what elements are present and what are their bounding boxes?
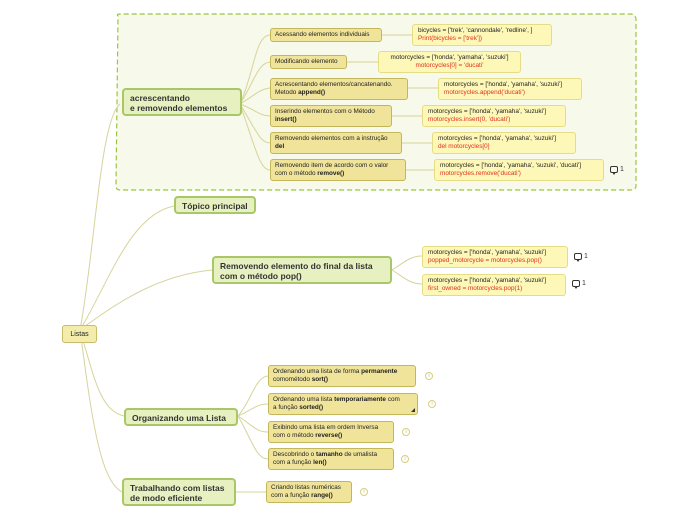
comment-icon xyxy=(572,280,580,289)
info-icon[interactable]: i xyxy=(425,372,433,380)
code-del[interactable]: motorcycles = ['honda', 'yamaha', 'suzuk… xyxy=(432,132,576,154)
code-pop[interactable]: motorcycles = ['honda', 'yamaha', 'suzuk… xyxy=(422,246,568,268)
subtopic-append[interactable]: Acrescentando elementos/cancatenando. Me… xyxy=(270,78,408,100)
topic-pop[interactable]: Removendo elemento do final da lista com… xyxy=(212,256,392,284)
subtopic-sort[interactable]: Ordenando uma lista de forma permanente … xyxy=(268,365,416,387)
topic-working-efficiently[interactable]: Trabalhando com listas de modo eficiente xyxy=(122,478,236,506)
subtopic-modify-element[interactable]: Modificando elemento xyxy=(270,55,347,69)
code-access-elements[interactable]: bicycles = ['trek', 'cannondale', 'redli… xyxy=(412,24,552,46)
code-modify-element[interactable]: motorcycles = ['honda', 'yamaha', 'suzuk… xyxy=(378,51,521,73)
subtopic-access-elements[interactable]: Acessando elementos individuais xyxy=(270,28,382,42)
subtopic-del[interactable]: Removendo elementos com a instrução del xyxy=(270,132,402,154)
info-icon[interactable]: i xyxy=(401,455,409,463)
topic-organize[interactable]: Organizando uma Lista xyxy=(124,408,238,426)
comment-indicator[interactable]: 1 xyxy=(574,253,588,262)
subtopic-reverse[interactable]: Exibindo uma lista em ordem Inversa com … xyxy=(268,421,394,443)
subtopic-range[interactable]: Criando listas numéricas com a função ra… xyxy=(266,481,352,503)
subtopic-remove[interactable]: Removendo item de acordo com o valor com… xyxy=(270,159,406,181)
comment-icon xyxy=(574,253,582,262)
subtopic-sorted[interactable]: Ordenando uma lista temporariamente com … xyxy=(268,393,418,415)
subtopic-len[interactable]: Descobrindo o tamanho de umalista com a … xyxy=(268,448,394,470)
info-icon[interactable]: i xyxy=(428,400,436,408)
comment-indicator[interactable]: 1 xyxy=(572,280,586,289)
root-node-listas[interactable]: Listas xyxy=(62,325,97,343)
code-insert[interactable]: motorcycles = ['honda', 'yamaha', 'suzuk… xyxy=(422,105,566,127)
topic-add-remove[interactable]: acrescentando e removendo elementos xyxy=(122,88,242,116)
code-remove[interactable]: motorcycles = ['honda', 'yamaha', 'suzuk… xyxy=(434,159,604,181)
topic-main[interactable]: Tópico principal xyxy=(174,196,256,214)
note-corner-icon xyxy=(411,408,415,412)
info-icon[interactable]: i xyxy=(360,488,368,496)
subtopic-insert[interactable]: Inserindo elementos com o Método insert(… xyxy=(270,105,392,127)
code-pop-index[interactable]: motorcycles = ['honda', 'yamaha', 'suzuk… xyxy=(422,274,566,296)
comment-indicator[interactable]: 1 xyxy=(610,166,624,175)
comment-icon xyxy=(610,166,618,175)
code-append[interactable]: motorcycles = ['honda', 'yamaha', 'suzuk… xyxy=(438,78,582,100)
info-icon[interactable]: i xyxy=(402,428,410,436)
